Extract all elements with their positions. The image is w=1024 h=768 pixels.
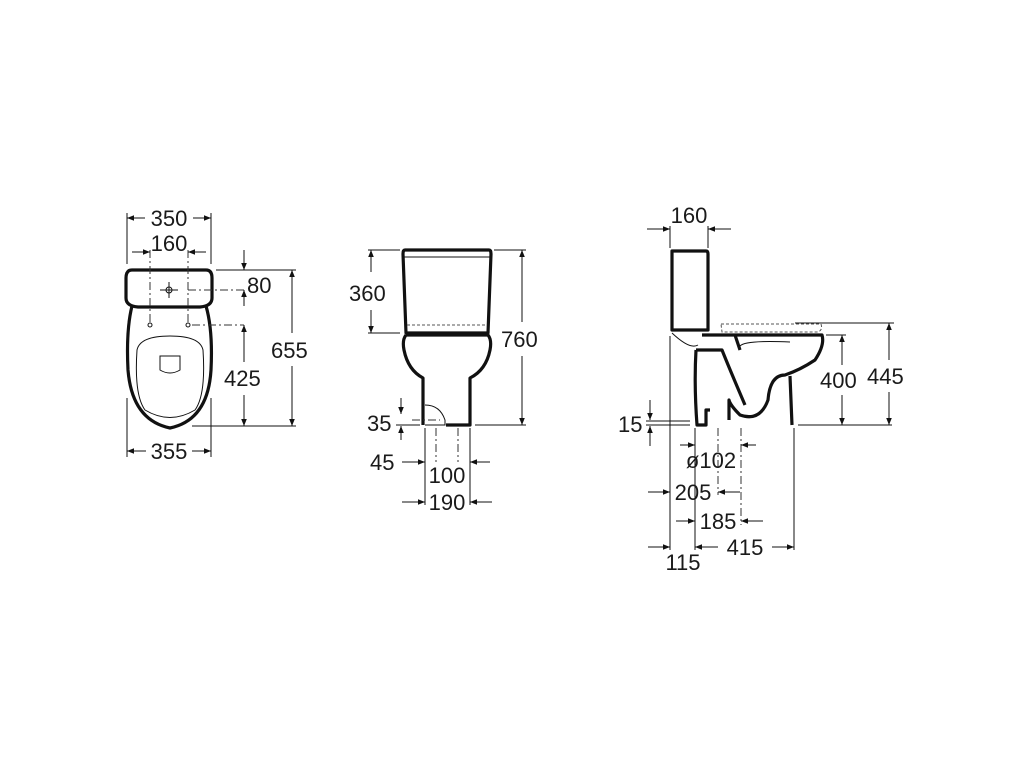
dim-205: 205	[675, 480, 712, 505]
dim-80: 80	[247, 273, 271, 298]
dim-15: 15	[618, 412, 642, 437]
tank-outline	[124, 268, 214, 309]
dim-115: 115	[665, 550, 700, 575]
dim-100: 100	[429, 463, 466, 488]
cistern-side-outline	[670, 249, 710, 332]
dim-350: 350	[151, 206, 188, 231]
dim-160-side: 160	[671, 203, 708, 228]
dim-355: 355	[151, 439, 188, 464]
bowl-outline	[125, 305, 214, 430]
dim-outlet-diameter: ø102	[686, 448, 736, 473]
seat-outline	[135, 335, 205, 418]
dim-425: 425	[224, 366, 261, 391]
dim-35: 35	[367, 411, 391, 436]
lid-handle	[159, 355, 181, 374]
dim-160: 160	[151, 231, 188, 256]
side-view: 160 400 445 15 ø102 205 185 415 115	[618, 203, 904, 575]
dim-415: 415	[727, 535, 764, 560]
front-view: 360 760 35 45 100 190	[349, 248, 538, 515]
top-view: 350 160 80 655 425 355	[124, 206, 308, 464]
dim-185: 185	[700, 509, 737, 534]
dim-655: 655	[271, 338, 308, 363]
dim-360: 360	[349, 281, 386, 306]
dim-445: 445	[867, 364, 904, 389]
bowl-front-outline	[401, 333, 493, 427]
bowl-side-outline	[693, 333, 825, 427]
dim-400: 400	[820, 368, 857, 393]
dim-760: 760	[501, 327, 538, 352]
dim-45: 45	[370, 450, 394, 475]
dim-190: 190	[429, 490, 466, 515]
cistern-outline	[401, 248, 493, 335]
